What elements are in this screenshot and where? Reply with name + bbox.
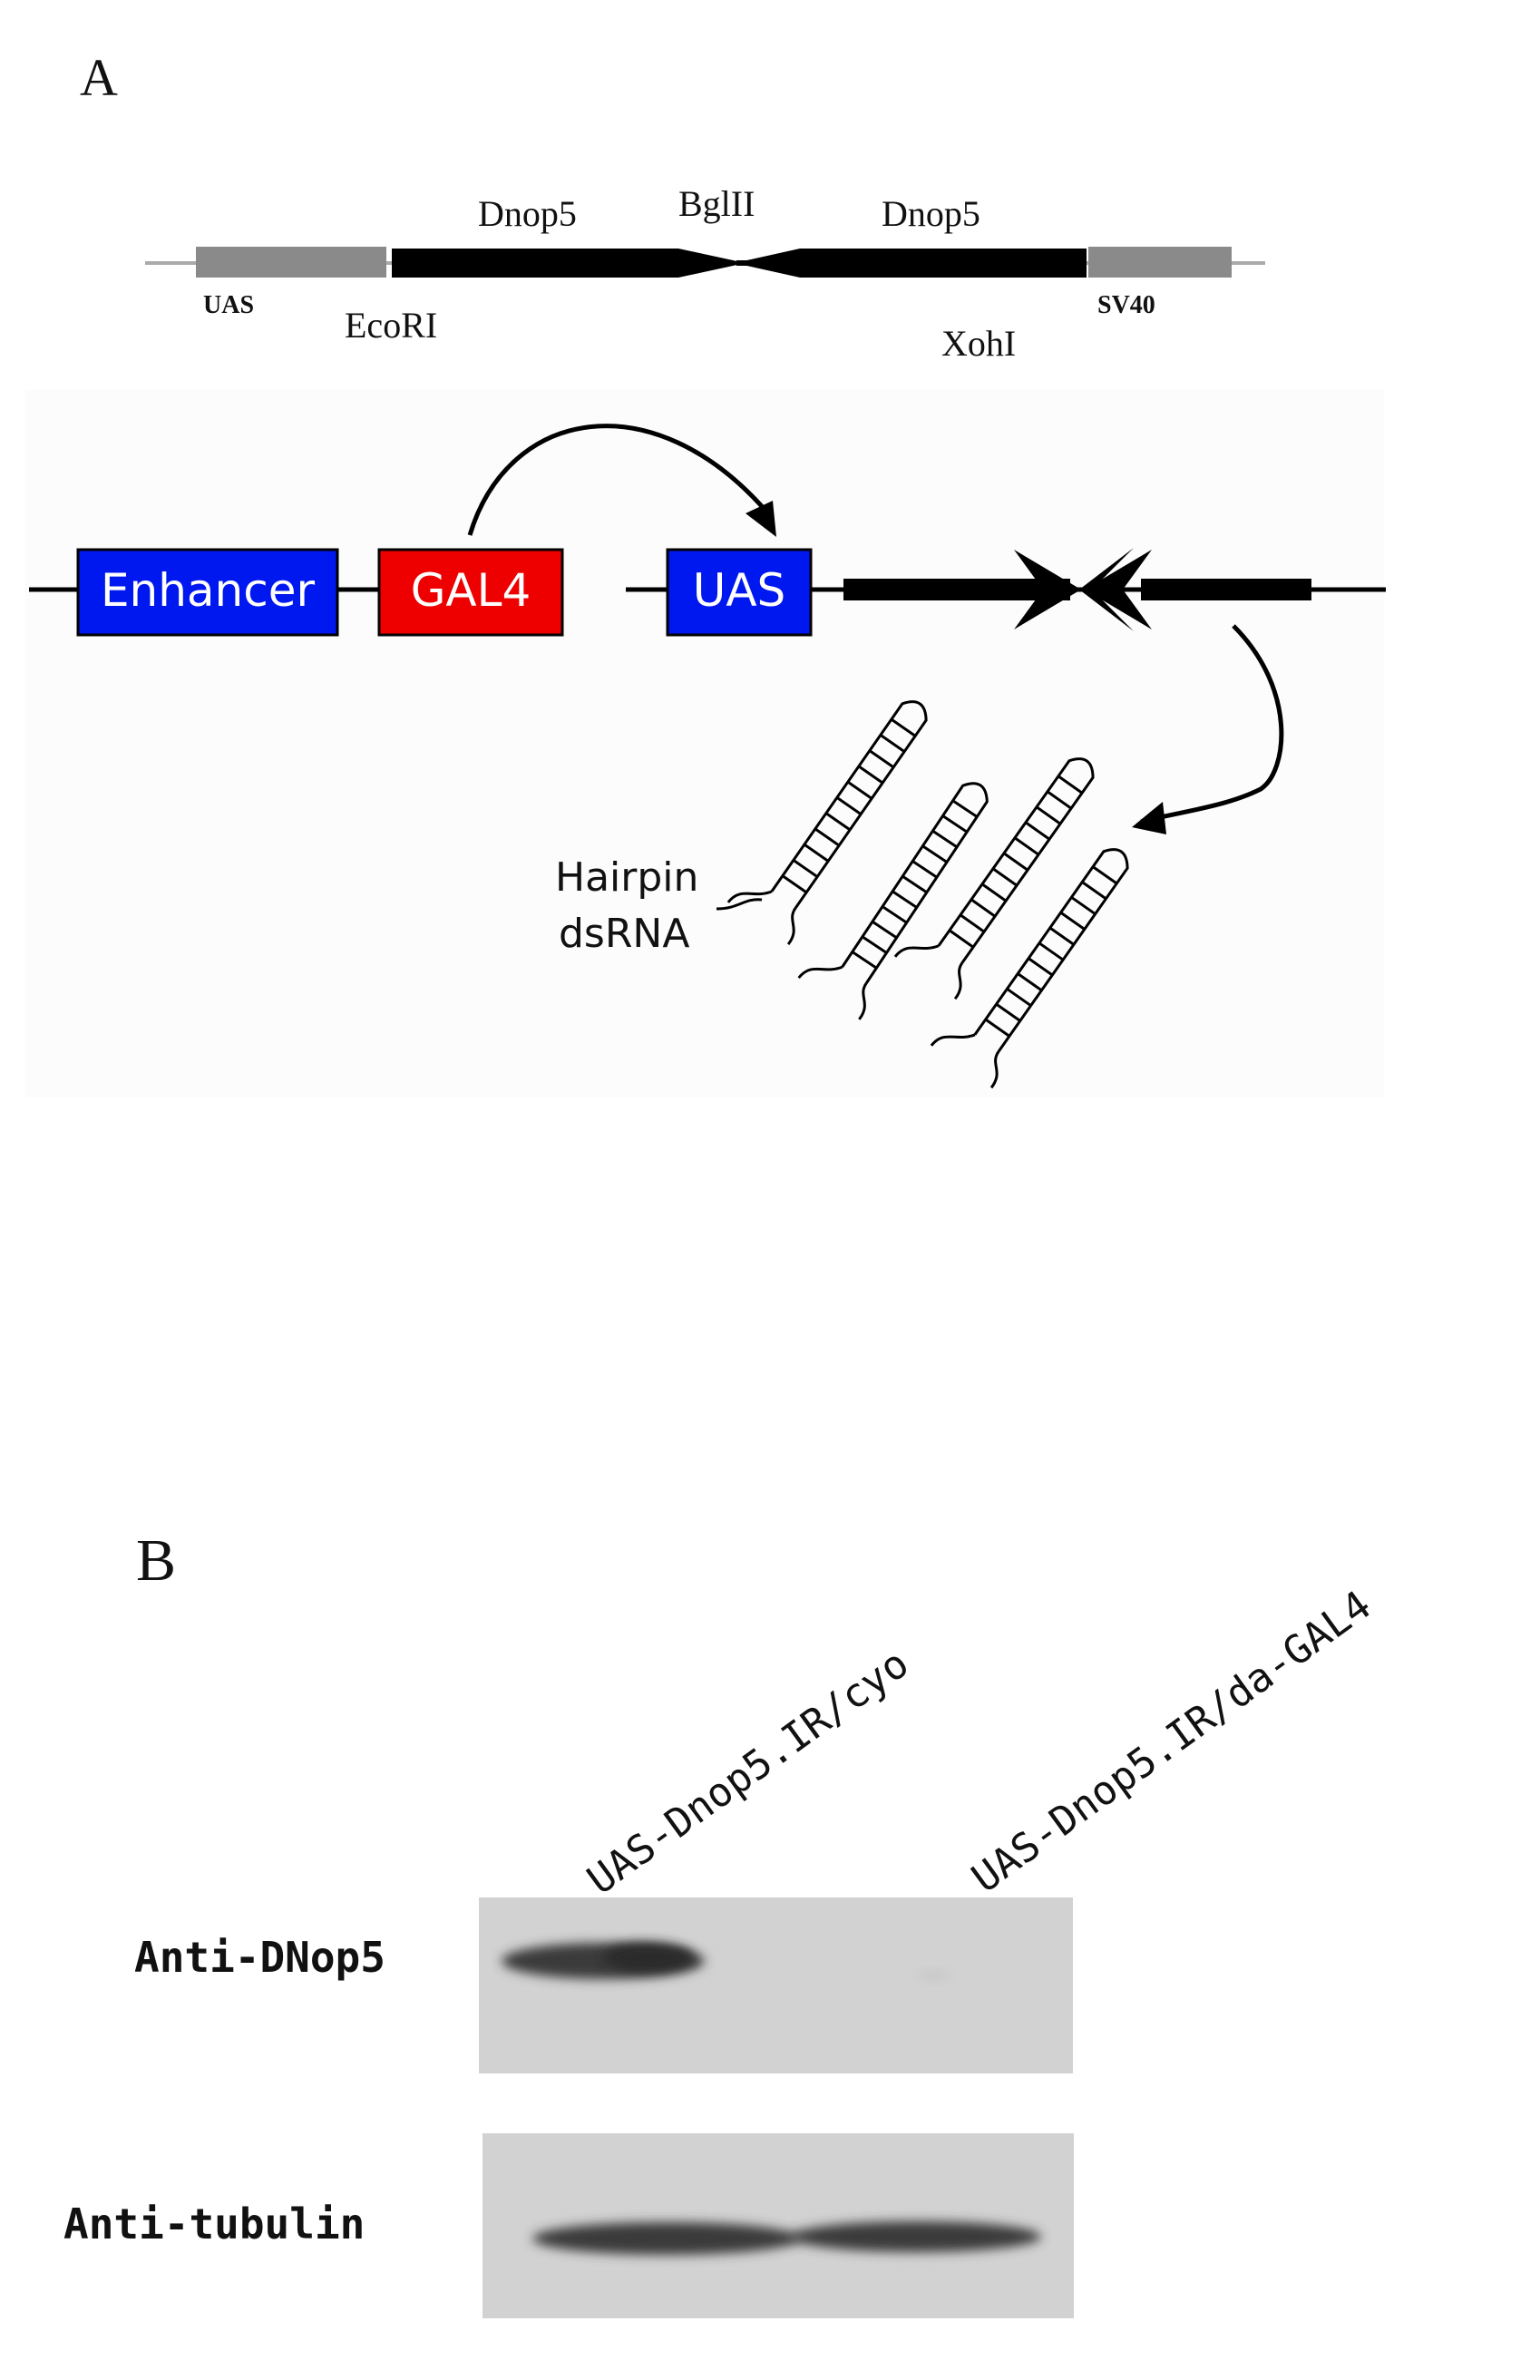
hairpin-label-line2: dsRNA (559, 911, 689, 957)
hairpin-label-line1: Hairpin (555, 854, 698, 901)
construct-label-sv40: SV40 (1097, 291, 1155, 319)
band-tubulin-lane1 (532, 2222, 801, 2255)
transcription-arrow (1140, 624, 1284, 824)
blot-label-tubulin: Anti-tubulin (63, 2200, 365, 2248)
activation-arrow (467, 424, 769, 536)
hairpin-group (726, 700, 1129, 1089)
blot-label-dnop5: Anti-DNop5 (134, 1933, 385, 1982)
uas-label: UAS (693, 564, 786, 617)
band-dnop5-lane2 (918, 1971, 950, 1980)
sv40-segment (1088, 247, 1232, 278)
blot-tubulin (482, 2133, 1074, 2318)
blot-dnop5 (479, 1897, 1073, 2073)
uas-segment (196, 247, 386, 278)
construct-label-ecori: EcoRI (345, 305, 437, 346)
construct-label-bglii: BglII (678, 183, 755, 224)
panel-b-label: B (136, 1527, 176, 1594)
enhancer-label: Enhancer (101, 564, 316, 617)
dnop5-right-arrow (735, 249, 1087, 278)
gal4-label: GAL4 (411, 564, 531, 617)
uas-box (666, 548, 813, 637)
schematic-backdrop (25, 390, 1384, 1097)
gal4-box (377, 548, 564, 637)
band-tubulin-lane2 (791, 2221, 1041, 2252)
transcription-arrowhead (1132, 802, 1166, 834)
gal4-uas-schematic (29, 424, 1386, 834)
inverted-repeat-right (1141, 579, 1311, 600)
inverted-repeat-left (843, 579, 1070, 600)
hairpin-4 (930, 848, 1129, 1089)
blot-dnop5-membrane (479, 1897, 1073, 2073)
construct-map (145, 247, 1265, 278)
lane-label-1: UAS-Dnop5.IR/cyo (579, 1641, 917, 1904)
construct-label-uas: UAS (203, 291, 254, 319)
activation-arrowhead (746, 501, 776, 537)
hairpin-2 (797, 782, 989, 1020)
hairpin-3 (893, 757, 1095, 1000)
hairpin-pointer (716, 898, 763, 911)
construct-label-dnop5-left: Dnop5 (478, 193, 577, 234)
dnop5-left-arrow (392, 249, 746, 278)
construct-label-dnop5-right: Dnop5 (882, 193, 980, 234)
construct-label-xohi: XohI (941, 323, 1016, 364)
hairpin-1 (726, 700, 928, 946)
lane-label-2: UAS-Dnop5.IR/da-GAL4 (963, 1582, 1379, 1902)
panel-a-label: A (80, 48, 118, 107)
enhancer-box (76, 548, 339, 637)
